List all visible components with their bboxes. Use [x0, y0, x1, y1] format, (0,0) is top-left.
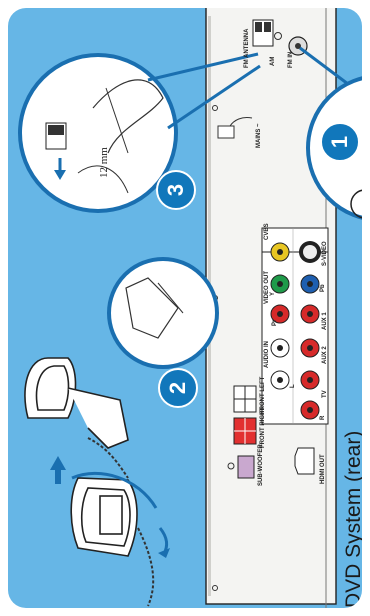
label-fm-in: FM IN	[288, 52, 294, 68]
label-tv: TV	[322, 390, 328, 398]
measurement-label: 12 mm	[98, 147, 110, 178]
am-loop-antenna	[25, 358, 137, 556]
label-l: L	[290, 384, 296, 388]
label-pb: Pb	[320, 284, 326, 292]
mains-cable	[218, 126, 234, 138]
label-video-out: VIDEO OUT	[264, 271, 270, 304]
label-audio-in: AUDIO IN	[264, 341, 270, 368]
page-caption: DVD System (rear)	[342, 431, 362, 608]
label-r: R	[320, 416, 326, 420]
label-hdmi-out: HDMI OUT	[320, 454, 326, 484]
label-aux1: AUX 1	[322, 312, 328, 330]
subwoofer-terminal	[238, 456, 254, 478]
label-s-video: S-VIDEO	[322, 241, 328, 266]
rear-panel-illustration	[8, 8, 362, 608]
step-badge-2: 2	[158, 368, 198, 408]
label-am: AM	[270, 57, 276, 66]
step-badge-1: 1	[320, 122, 360, 162]
label-mains: MAINS ~	[256, 123, 262, 148]
label-front-right: FRONT RIGHT	[260, 407, 266, 448]
hdmi-port	[295, 448, 314, 474]
arrow-up-icon	[50, 456, 66, 484]
label-pr: Pr	[272, 320, 278, 326]
callout-clip	[109, 259, 217, 367]
step-badge-3: 3	[156, 170, 196, 210]
label-subwoofer: SUB-WOOFER	[258, 444, 264, 486]
illustration-panel: 1 2 3 12 mm FM ANTENNA AM FM IN MAINS ~ …	[8, 8, 362, 608]
label-y: Y	[270, 292, 276, 296]
label-fm-antenna: FM ANTENNA	[244, 29, 250, 68]
label-cvbs: CVBS	[264, 223, 270, 240]
label-aux2: AUX 2	[322, 346, 328, 364]
